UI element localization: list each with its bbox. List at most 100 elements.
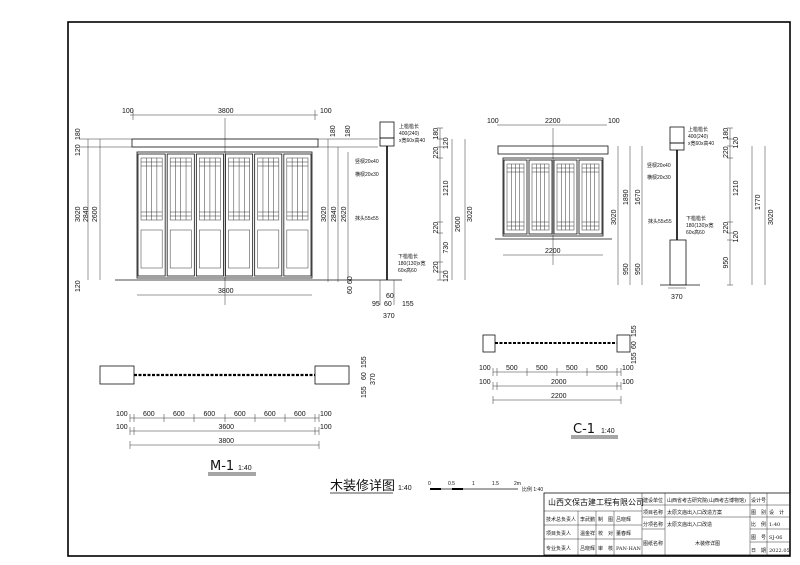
note: 下槛槛长 [686, 215, 706, 222]
leaf-frame [254, 153, 283, 277]
dim: 2200 [551, 393, 567, 400]
dim: 100 [622, 379, 634, 386]
title-block-key: 日 期 [751, 548, 766, 554]
sheet-frame [67, 21, 791, 557]
dim: 100 [116, 424, 128, 431]
leaf [528, 159, 553, 235]
leaf-frame [553, 159, 578, 235]
scale-tick: 0 [428, 481, 431, 487]
dim: 120 [733, 231, 740, 243]
title-block-role: 技术总负责人 [546, 516, 576, 523]
title-block-key: 制 图 [598, 516, 613, 523]
dim: 2000 [551, 379, 567, 386]
c1-elevation: 100 2200 100 2200 3020 1890 1670 950 950 [487, 118, 643, 285]
title-block-key: 图 别 [751, 509, 766, 516]
note: 60x高60 [398, 267, 417, 274]
leaf-frame [195, 153, 224, 277]
leaf-frame [578, 159, 603, 235]
dim: 100 [320, 424, 332, 431]
dim: 500 [506, 365, 518, 372]
c1-section: 370 上槛槛长 400(240) x宽60x高40 竖棂20x40 横棂20x… [647, 126, 775, 301]
note: 180(130)x宽 [686, 222, 714, 229]
dim: 950 [623, 263, 630, 275]
dim: 1210 [733, 180, 740, 196]
dim: 100 [479, 379, 491, 386]
drawing-title: 木装修详图 1:40 0 0.5 1 1.5 2m 比例 1:40 [330, 479, 543, 494]
dim: 220 [723, 146, 730, 158]
c1-plan-label: C-1 [573, 422, 595, 437]
dim: 120 [733, 137, 740, 149]
title-block: 山西文保古建工程有限公司 建设单位山西省考古研究院(山西考古博物馆)项目名称太原… [543, 492, 791, 556]
title-block-value: 木装修详图 [695, 540, 720, 547]
note: 400(240) [399, 131, 419, 137]
note: 横棂20x30 [355, 171, 379, 178]
title-block-key: 图 号 [751, 535, 766, 541]
c1-plan-scale: 1:40 [601, 428, 615, 435]
panel [169, 229, 192, 269]
dim: 600 [173, 411, 185, 418]
dim: 3800 [219, 438, 235, 445]
dim: 370 [671, 294, 683, 301]
dim: 2200 [545, 248, 561, 255]
dim: 500 [596, 365, 608, 372]
title-block-role: 项目负责人 [546, 530, 571, 537]
dim: 60 [384, 301, 392, 308]
dim: 3020 [321, 206, 328, 222]
panel [228, 229, 250, 269]
dim: 180 [723, 128, 730, 140]
dim: 2840 [83, 206, 90, 222]
leaf [283, 153, 312, 277]
dim: 180 [330, 125, 337, 137]
note: 60x高60 [686, 229, 705, 236]
leaf [225, 153, 254, 277]
dim: 950 [635, 263, 642, 275]
note: 抹头55x55 [648, 218, 672, 225]
drawing-title-text: 木装修详图 [330, 479, 395, 494]
dim: 120 [443, 270, 450, 282]
title-block-key: 项目名称 [643, 509, 663, 516]
dim: 60 [631, 341, 638, 349]
dim: 180 [345, 125, 352, 137]
dim: 220 [723, 222, 730, 234]
note: x宽60x高40 [688, 140, 714, 147]
dim: 95 [372, 301, 380, 308]
dim: 2620 [341, 206, 348, 222]
title-block-key: 设计号 [751, 497, 766, 504]
dim: 100 [320, 411, 332, 418]
dim: 3020 [467, 206, 474, 222]
dim: 1890 [623, 189, 630, 205]
title-block-role: 专业负责人 [546, 545, 571, 552]
dim: 1770 [755, 194, 762, 210]
note: 400(240) [688, 134, 708, 140]
scale-tick: 0.5 [448, 481, 455, 487]
leaf [553, 159, 578, 235]
title-block-key: 图纸名称 [643, 540, 663, 547]
dim: 180 [75, 128, 82, 140]
m1-plan-scale: 1:40 [238, 465, 252, 472]
scale-tick: 1 [472, 481, 475, 487]
title-block-key: 分项名称 [643, 521, 663, 528]
dim: 100 [487, 118, 499, 125]
dim: 600 [143, 411, 155, 418]
dim: 60 [347, 276, 354, 284]
dim: 3600 [219, 424, 235, 431]
leaf-frame [528, 159, 553, 235]
title-block-value: 2022.05 [769, 548, 790, 554]
title-block-key: 建设单位 [643, 497, 663, 504]
note: 上槛槛长 [399, 123, 419, 130]
scale-bar: 0 0.5 1 1.5 2m 比例 1:40 [428, 481, 543, 493]
dim: 1210 [443, 180, 450, 196]
dim: 2600 [92, 206, 99, 222]
dim: 60 [386, 293, 394, 300]
leaf-frame [225, 153, 254, 277]
title-block-value: 1:40 [769, 522, 780, 528]
title-block-name: 李武鹏 [580, 516, 595, 523]
m1-section: 上槛槛长 400(240) x宽60x高40 竖棂20x40 横棂20x30 抹… [355, 121, 474, 320]
m1-plan-label: M-1 [210, 459, 234, 474]
dim: 2200 [545, 118, 561, 125]
leaf-frame [283, 153, 312, 277]
dim: 155 [631, 352, 638, 364]
